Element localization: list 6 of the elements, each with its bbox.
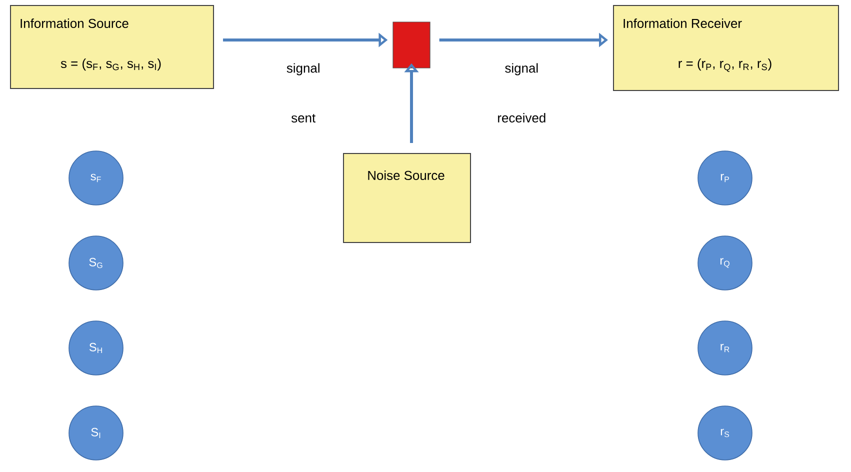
text-box: Information Source s = (s$_{F}$, s$_{G}$, s$_{H}$, s$_{I}$) — [10, 5, 214, 89]
text-box: Information Receiver r = (r$_{P}$, r$_{Q}$, r$_{R}$, r$_{S}$) — [613, 5, 839, 91]
edge-label: signal received — [494, 62, 550, 124]
signal-box — [392, 22, 430, 68]
edge-label: signal sent — [275, 62, 332, 124]
noise-source-box: Noise Source — [343, 153, 471, 243]
